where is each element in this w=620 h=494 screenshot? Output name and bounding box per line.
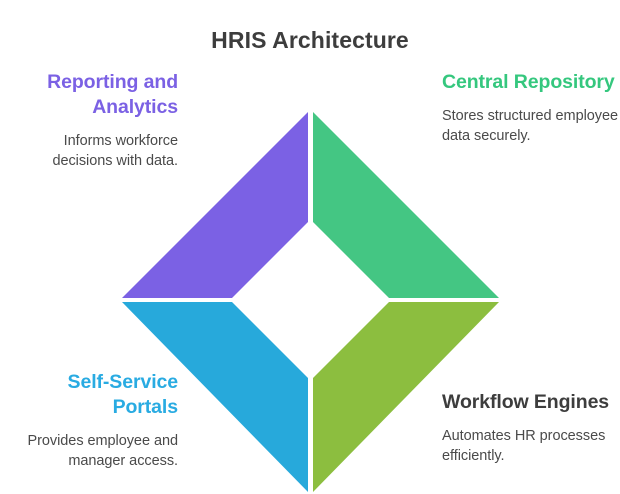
description-central-repository: Stores structured employee data securely… xyxy=(442,108,619,144)
label-self-service-portals: Self-Service Portals Provides employee a… xyxy=(0,370,179,471)
page-title: HRIS Architecture xyxy=(211,27,409,53)
label-reporting-and-analytics: Reporting and Analytics Informs workforc… xyxy=(0,70,178,171)
segment-workflow-engines[interactable] xyxy=(313,302,499,492)
description-workflow-engines: Automates HR processes efficiently. xyxy=(442,428,606,464)
label-workflow-engines: Workflow Engines Automates HR processes … xyxy=(442,390,620,466)
heading-reporting-and-analytics: Reporting and Analytics xyxy=(47,71,178,118)
segment-reporting-and-analytics[interactable] xyxy=(122,112,308,298)
heading-workflow-engines: Workflow Engines xyxy=(442,391,610,413)
heading-central-repository: Central Repository xyxy=(442,71,615,93)
segment-central-repository[interactable] xyxy=(313,112,499,298)
label-central-repository: Central Repository Stores structured emp… xyxy=(442,70,620,146)
segment-self-service-portals[interactable] xyxy=(122,302,308,492)
heading-self-service-portals: Self-Service Portals xyxy=(67,371,179,418)
description-reporting-and-analytics: Informs workforce decisions with data. xyxy=(52,133,178,169)
description-self-service-portals: Provides employee and manager access. xyxy=(27,433,179,469)
